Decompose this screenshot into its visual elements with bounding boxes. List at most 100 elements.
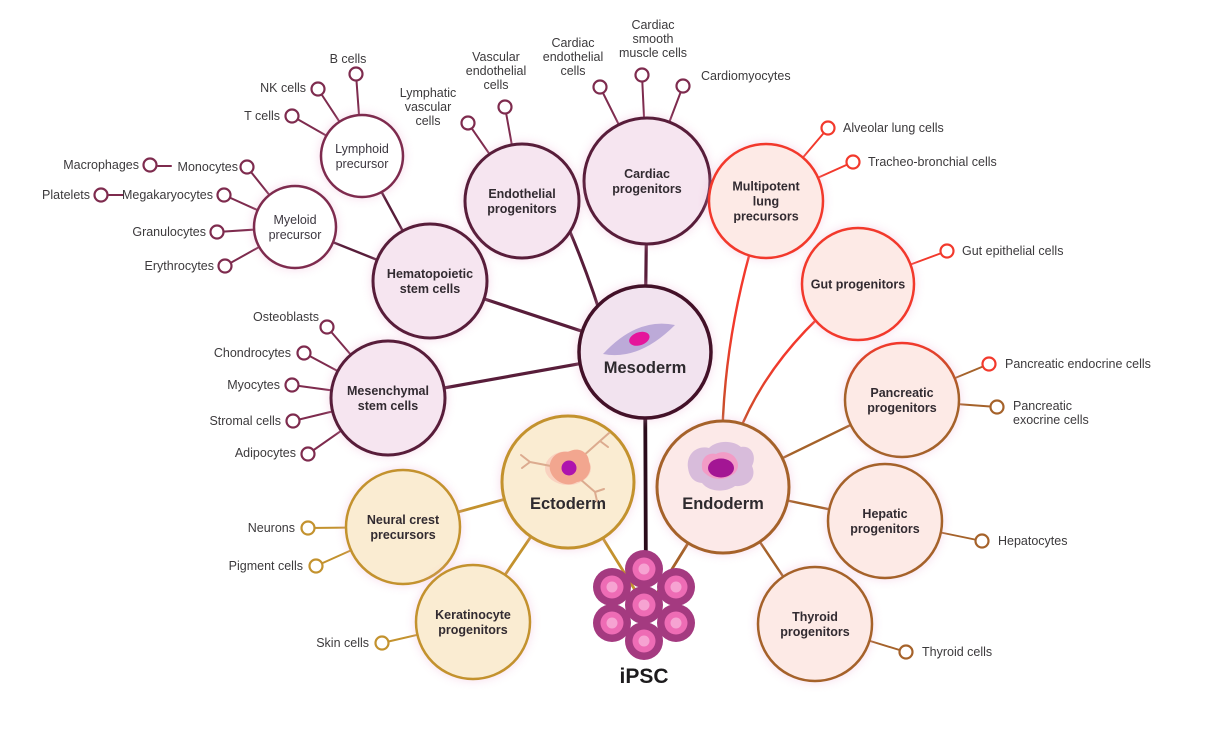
terminal-skin-cells <box>374 635 390 651</box>
node-label-keratinocyte-progenitors: Keratinocyte <box>435 608 511 622</box>
label-vascular-endothelial-cells: Vascular <box>472 50 520 64</box>
label-neurons: Neurons <box>248 521 295 535</box>
label-cardiac-endothelial-cells: endothelial <box>543 50 603 64</box>
label-macrophages: Macrophages <box>63 158 139 172</box>
node-label-hematopoietic-stem-cells: stem cells <box>400 282 461 296</box>
terminal-pancreatic-endocrine-cells <box>981 356 997 372</box>
node-label-lymphoid-precursor: precursor <box>336 157 389 171</box>
node-label-thyroid-progenitors: Thyroid <box>792 610 838 624</box>
node-thyroid-progenitors <box>756 565 874 683</box>
label-vascular-endothelial-cells: cells <box>483 78 508 92</box>
node-label-gut-progenitors: Gut progenitors <box>811 278 905 292</box>
terminal-megakaryocytes <box>216 187 232 203</box>
label-erythrocytes: Erythrocytes <box>145 259 214 273</box>
label-cardiac-endothelial-cells: cells <box>560 64 585 78</box>
illustrations <box>520 323 754 502</box>
mesoderm-cell-illustration <box>603 323 675 356</box>
label-thyroid-cells: Thyroid cells <box>922 645 992 659</box>
node-keratinocyte-progenitors <box>414 563 532 681</box>
terminal-macrophages <box>142 157 158 173</box>
node-label-myeloid-precursor: Myeloid <box>273 213 316 227</box>
ipsc-cell-core <box>638 563 650 575</box>
label-megakaryocytes: Megakaryocytes <box>122 188 213 202</box>
label-cardiac-smooth-muscle-cells: muscle cells <box>619 46 687 60</box>
terminal-myocytes <box>284 377 300 393</box>
label-pancreatic-endocrine-cells: Pancreatic endocrine cells <box>1005 357 1151 371</box>
node-myeloid-precursor <box>252 184 338 270</box>
label-skin-cells: Skin cells <box>316 636 369 650</box>
node-neural-crest-precursors <box>344 468 462 586</box>
terminal-neurons <box>300 520 316 536</box>
node-label-lymphoid-precursor: Lymphoid <box>335 142 389 156</box>
label-alveolar-lung-cells: Alveolar lung cells <box>843 121 944 135</box>
terminal-platelets <box>93 187 109 203</box>
terminal-thyroid-cells <box>898 644 914 660</box>
ipsc-cell-core <box>670 581 682 593</box>
terminal-gut-epithelial-cells <box>939 243 955 259</box>
label-lymphatic-vascular-cells: vascular <box>405 100 452 114</box>
node-label-endothelial-progenitors: Endothelial <box>488 187 555 201</box>
terminal-pigment-cells <box>308 558 324 574</box>
neuron-dendrites <box>520 432 610 502</box>
ipsc-cell-core <box>638 635 650 647</box>
node-label-hepatic-progenitors: progenitors <box>850 522 919 536</box>
neuron-nucleus <box>561 460 577 476</box>
node-gut-progenitors <box>800 226 916 342</box>
label-myocytes: Myocytes <box>227 378 280 392</box>
terminal-tracheo-bronchial-cells <box>845 154 861 170</box>
node-label-hematopoietic-stem-cells: Hematopoietic <box>387 267 473 281</box>
terminal-pancreatic-exocrine-cells <box>989 399 1005 415</box>
label-gut-epithelial-cells: Gut epithelial cells <box>962 244 1063 258</box>
label-pancreatic-exocrine-cells: exocrine cells <box>1013 413 1089 427</box>
terminal-cardiac-endothelial-cells <box>592 79 608 95</box>
ipsc-label: iPSC <box>619 665 668 688</box>
node-label-neural-crest-precursors: precursors <box>370 528 435 542</box>
label-cardiac-endothelial-cells: Cardiac <box>551 36 594 50</box>
label-lymphatic-vascular-cells: cells <box>415 114 440 128</box>
label-adipocytes: Adipocytes <box>235 446 296 460</box>
node-label-cardiac-progenitors: progenitors <box>612 182 681 196</box>
terminal-alveolar-lung-cells <box>820 120 836 136</box>
terminal-erythrocytes <box>217 258 233 274</box>
node-label-pancreatic-progenitors: progenitors <box>867 401 936 415</box>
label-vascular-endothelial-cells: endothelial <box>466 64 526 78</box>
node-cardiac-progenitors <box>582 116 712 246</box>
node-multipotent-lung-precursors <box>707 142 825 260</box>
node-label-hepatic-progenitors: Hepatic <box>862 507 907 521</box>
ipsc-cell-core <box>670 617 682 629</box>
terminal-lymphatic-vascular-cells <box>460 115 476 131</box>
node-label-cardiac-progenitors: Cardiac <box>624 167 670 181</box>
node-label-mesenchymal-stem-cells: Mesenchymal <box>347 384 429 398</box>
label-lymphatic-vascular-cells: Lymphatic <box>400 86 457 100</box>
node-label-mesenchymal-stem-cells: stem cells <box>358 399 419 413</box>
terminal-chondrocytes <box>296 345 312 361</box>
ipsc-cell-core <box>606 617 618 629</box>
terminal-t-cells <box>284 108 300 124</box>
label-pancreatic-exocrine-cells: Pancreatic <box>1013 399 1072 413</box>
terminal-stromal-cells <box>285 413 301 429</box>
label-platelets: Platelets <box>42 188 90 202</box>
terminal-osteoblasts <box>319 319 335 335</box>
node-label-mesoderm: Mesoderm <box>604 359 687 377</box>
endoderm-cell-illustration <box>687 441 754 491</box>
label-tracheo-bronchial-cells: Tracheo-bronchial cells <box>868 155 997 169</box>
endoderm-cell-nucleus <box>708 458 734 478</box>
label-b-cells: B cells <box>330 52 367 66</box>
node-label-thyroid-progenitors: progenitors <box>780 625 849 639</box>
node-mesenchymal-stem-cells <box>329 339 447 457</box>
terminal-cardiac-smooth-muscle-cells <box>634 67 650 83</box>
node-label-ectoderm: Ectoderm <box>530 495 606 513</box>
terminal-hepatocytes <box>974 533 990 549</box>
node-label-multipotent-lung-precursors: precursors <box>733 210 798 224</box>
label-hepatocytes: Hepatocytes <box>998 534 1067 548</box>
node-lymphoid-precursor <box>319 113 405 199</box>
label-cardiac-smooth-muscle-cells: smooth <box>633 32 674 46</box>
terminal-cardiomyocytes <box>675 78 691 94</box>
label-cardiac-smooth-muscle-cells: Cardiac <box>631 18 674 32</box>
ipsc-cell-core <box>638 599 650 611</box>
node-label-keratinocyte-progenitors: progenitors <box>438 623 507 637</box>
